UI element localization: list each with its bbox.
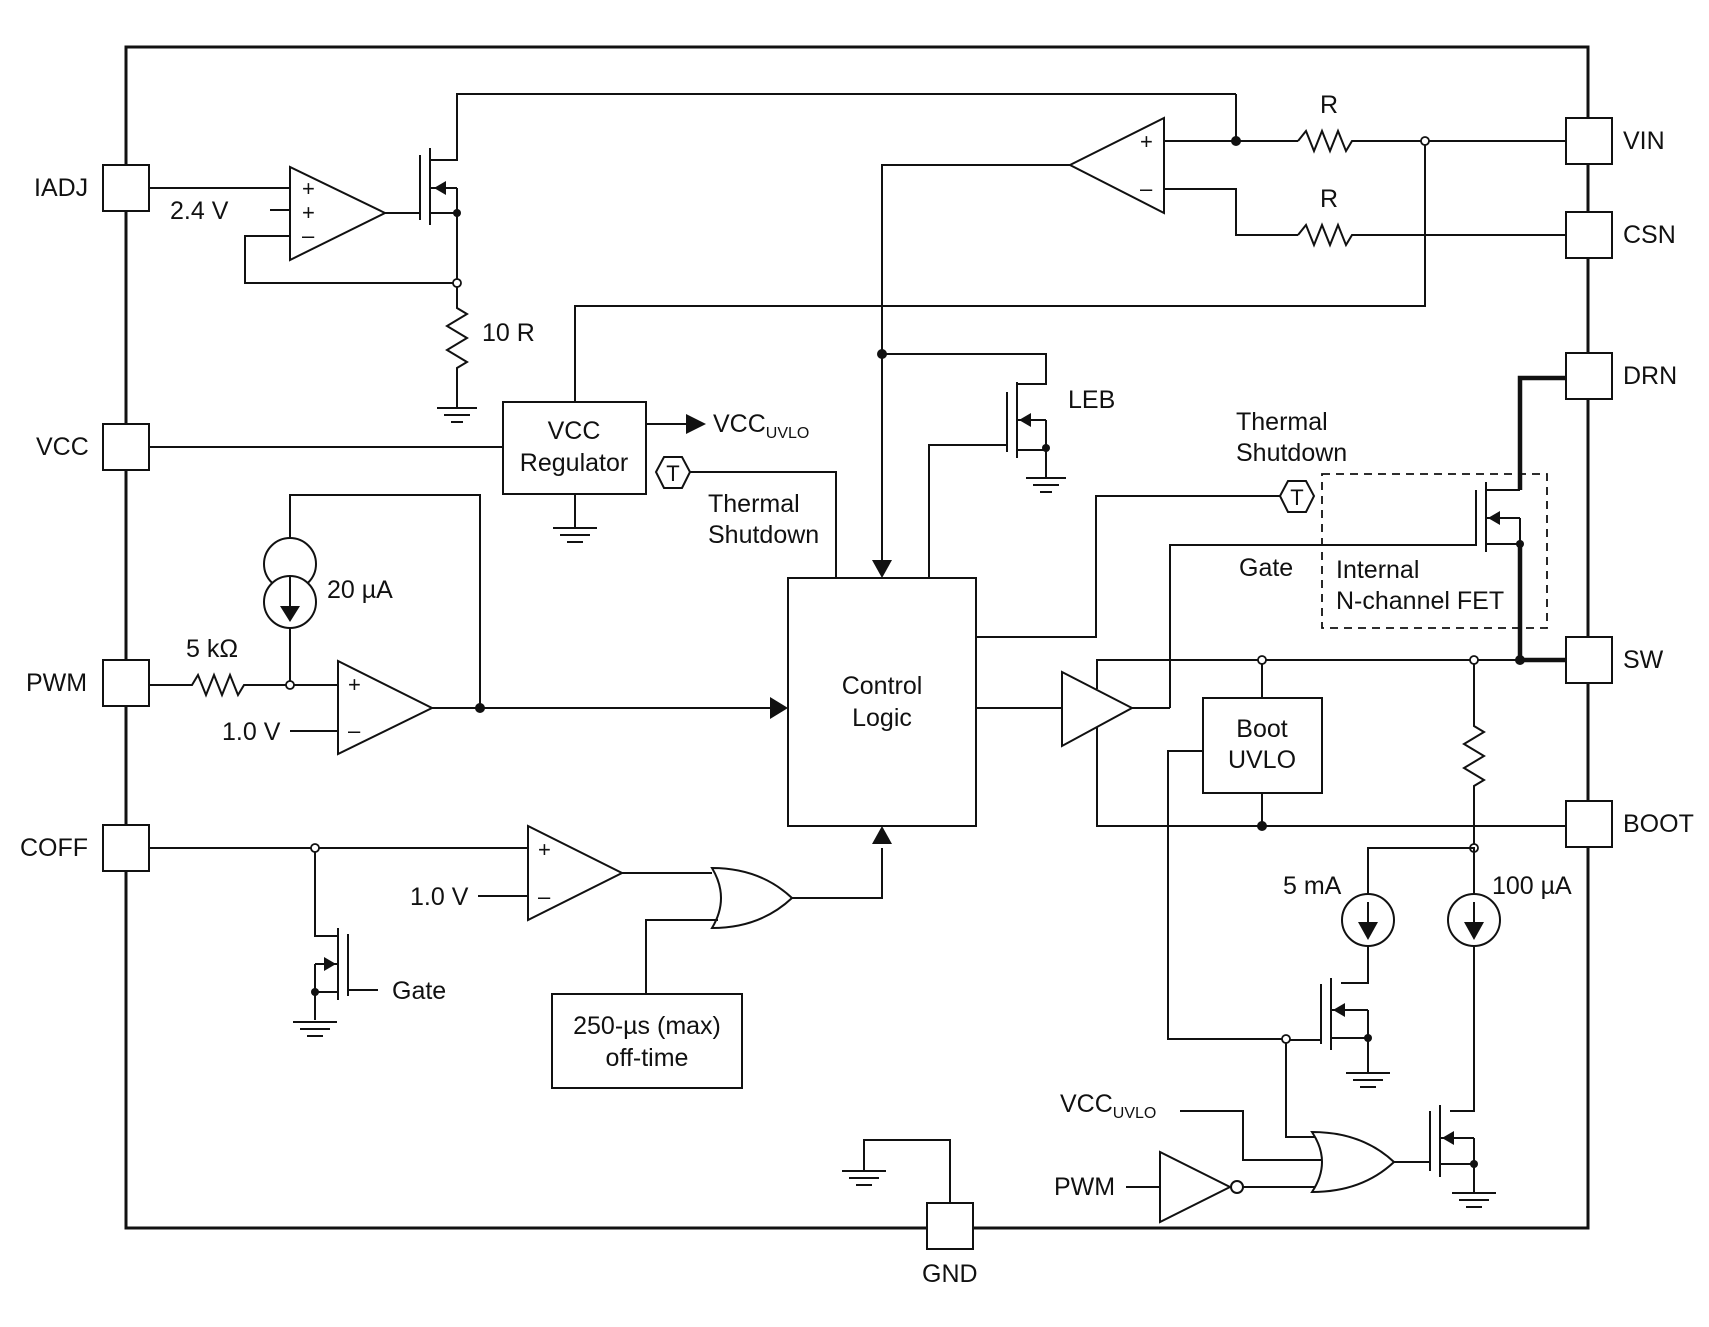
ground-symbol	[842, 1170, 886, 1186]
internal-fet-region	[1321, 473, 1548, 629]
ground-symbol	[1346, 1072, 1390, 1088]
vccuvlo-in-label: VCCUVLO	[1060, 1090, 1156, 1122]
uvlo-or-gate	[1310, 1130, 1396, 1194]
pin-vcc-label: VCC	[36, 433, 89, 461]
v24-label: 2.4 V	[170, 197, 229, 225]
thermal-shutdown-2a: Thermal	[1236, 408, 1328, 436]
thermal-t-label-2: T	[1290, 485, 1303, 510]
iadj-opamp: + + –	[289, 165, 388, 262]
thermal-t-label-1: T	[666, 461, 679, 486]
internal-n-fet	[1475, 482, 1520, 552]
pwm-comparator: + –	[337, 659, 435, 756]
pin-sw-label: SW	[1623, 646, 1664, 674]
boot-100ua-transistor	[1429, 1105, 1475, 1193]
pin-boxes	[102, 117, 1613, 1250]
current-source-100ua	[1447, 893, 1501, 947]
pin-boot-label: BOOT	[1623, 810, 1694, 838]
sense-amp: + –	[1067, 116, 1165, 215]
r5k-label: 5 kΩ	[186, 635, 238, 663]
ground-symbol	[1026, 477, 1066, 493]
r-bot-label: R	[1320, 185, 1338, 213]
svg-text:+: +	[302, 200, 315, 225]
boot-5ma-transistor	[1286, 978, 1369, 1073]
gate-upper-label: Gate	[1239, 554, 1293, 582]
pwm-inverter	[1159, 1150, 1233, 1224]
iadj-transistor	[419, 93, 1236, 283]
r-top-label: R	[1320, 91, 1338, 119]
vcc-regulator-line1: VCC	[548, 417, 601, 445]
thermal-shutdown-1a: Thermal	[708, 490, 800, 518]
svg-text:–: –	[1140, 176, 1153, 201]
control-logic-line1: Control	[842, 672, 923, 700]
vcc-regulator-line2: Regulator	[520, 449, 628, 477]
i100u-label: 100 µA	[1492, 872, 1572, 900]
r10-label: 10 R	[482, 319, 535, 347]
svg-text:+: +	[538, 837, 551, 862]
pin-coff-label: COFF	[20, 834, 88, 862]
ground-symbol	[1452, 1192, 1496, 1208]
v10-coff-label: 1.0 V	[410, 883, 469, 911]
v10-pwm-label: 1.0 V	[222, 718, 281, 746]
control-logic-line2: Logic	[852, 704, 912, 732]
gate-lower-label: Gate	[392, 977, 446, 1005]
offtime-line1: 250-µs (max)	[573, 1012, 721, 1040]
svg-text:–: –	[302, 223, 315, 248]
svg-text:+: +	[348, 672, 361, 697]
boot-uvlo-block	[1202, 697, 1323, 794]
ground-symbol	[293, 1021, 337, 1037]
vcc-regulator-block	[502, 401, 647, 495]
pin-vin-label: VIN	[1623, 127, 1665, 155]
pin-gnd-label: GND	[922, 1260, 978, 1288]
pin-pwm-label: PWM	[26, 669, 87, 697]
coff-or-gate	[710, 866, 794, 930]
svg-text:+: +	[302, 176, 315, 201]
pin-iadj-label: IADJ	[34, 174, 88, 202]
current-source-5ma	[1341, 893, 1395, 947]
ground-symbol	[437, 407, 477, 423]
leb-transistor	[928, 382, 1047, 578]
current-source-20ua	[263, 537, 317, 629]
control-logic-block	[787, 577, 977, 827]
offtime-line2: off-time	[606, 1044, 689, 1072]
coff-comparator: + –	[527, 824, 625, 922]
boot-uvlo-line2: UVLO	[1228, 746, 1296, 774]
svg-text:–: –	[538, 884, 551, 909]
i20-label: 20 µA	[327, 576, 393, 604]
i5m-label: 5 mA	[1283, 872, 1342, 900]
internal-fet-label-b: N-channel FET	[1336, 587, 1504, 615]
internal-fet-label-a: Internal	[1336, 556, 1419, 584]
coff-transistor	[314, 928, 378, 1020]
svg-text:–: –	[348, 718, 361, 743]
thermal-t-symbol-2	[1278, 480, 1316, 513]
svg-text:+: +	[1140, 129, 1153, 154]
ground-symbol	[553, 527, 597, 543]
thermal-shutdown-2b: Shutdown	[1236, 439, 1347, 467]
offtime-block	[551, 993, 743, 1089]
vccuvlo-out-label: VCCUVLO	[713, 410, 809, 442]
leb-label: LEB	[1068, 386, 1115, 414]
boot-uvlo-line1: Boot	[1236, 715, 1287, 743]
thermal-shutdown-1b: Shutdown	[708, 521, 819, 549]
pwm-in-label: PWM	[1054, 1173, 1115, 1201]
pin-csn-label: CSN	[1623, 221, 1676, 249]
pin-drn-label: DRN	[1623, 362, 1677, 390]
